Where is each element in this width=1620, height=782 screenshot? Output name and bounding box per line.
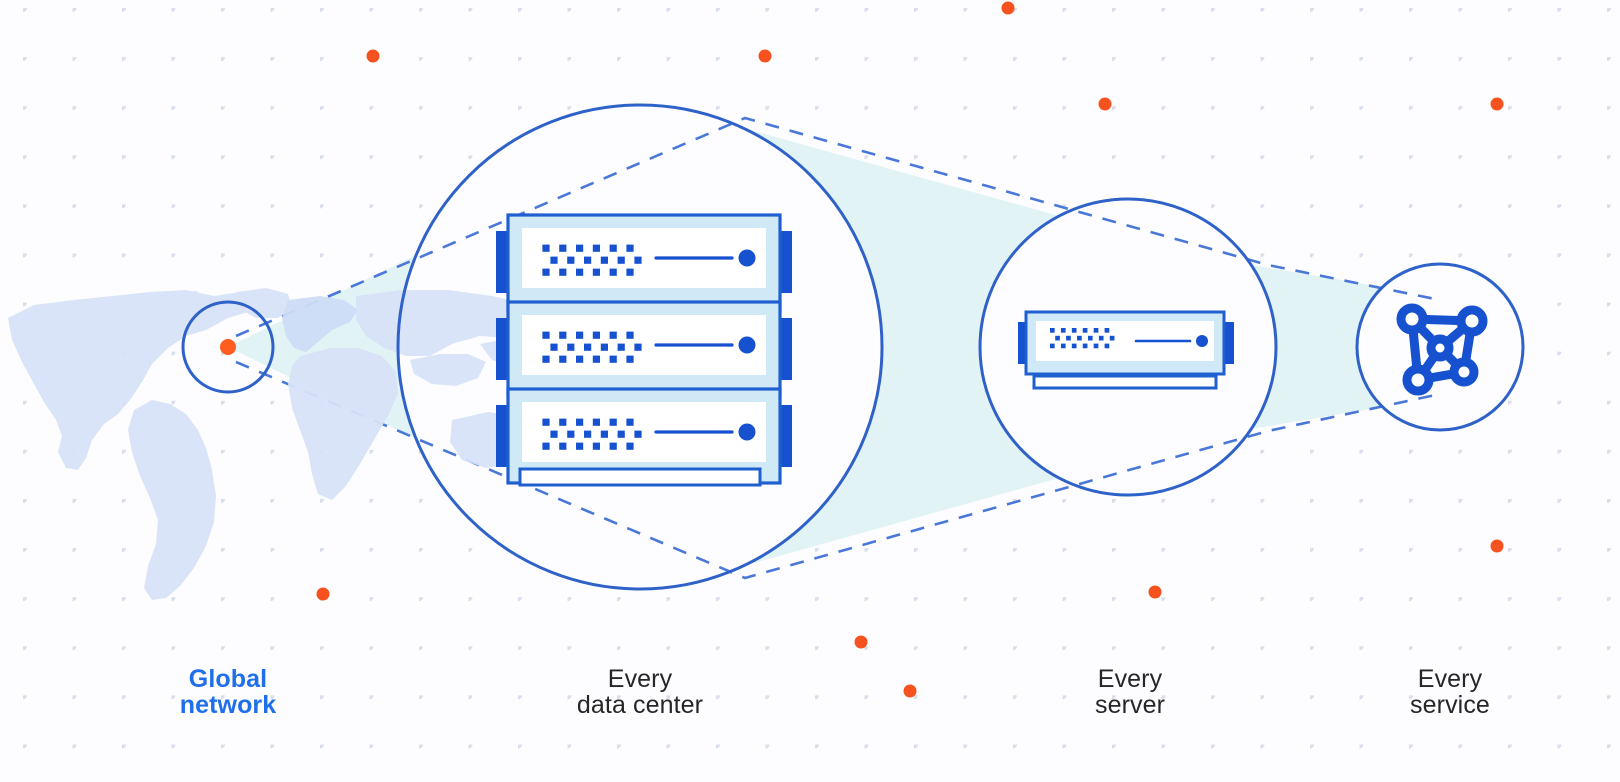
label-every-data-center-line1: Every (607, 665, 673, 693)
accent-dot (1001, 1, 1015, 15)
accent-dot (316, 587, 330, 601)
funnel-dash-bottom (235, 360, 1441, 580)
rack-unit (496, 302, 792, 396)
accent-dot (758, 49, 772, 63)
funnel-dashed-lines (235, 116, 1441, 580)
network-graph-icon (1396, 303, 1488, 396)
rack-unit (496, 215, 792, 309)
label-global-network-line2: network (179, 691, 277, 719)
server-circle (978, 197, 1278, 497)
network-node (1456, 305, 1488, 337)
funnel-dash-top (235, 116, 1441, 338)
service-circle (1355, 262, 1525, 432)
server-rack-icon (496, 215, 792, 487)
label-every-data-center-line2: data center (576, 691, 704, 719)
network-node (1402, 364, 1434, 396)
network-node (1426, 334, 1454, 362)
accent-dot (1098, 97, 1112, 111)
accent-dot (366, 49, 380, 63)
rack-base (518, 467, 762, 487)
accent-dot (1490, 539, 1504, 553)
accent-dot (854, 635, 868, 649)
global-location-marker (220, 339, 236, 355)
label-every-service-line2: service (1410, 691, 1490, 719)
network-node (1396, 303, 1428, 335)
data-center-circle (396, 103, 884, 591)
label-every-service-line1: Every (1417, 665, 1483, 693)
accent-dot (1148, 585, 1162, 599)
accent-dot (903, 684, 917, 698)
label-every-server-line2: server (1094, 691, 1166, 719)
accent-dots-group (316, 1, 1504, 698)
server-unit-base (1032, 374, 1218, 390)
label-global-network-line1: Global (188, 665, 268, 693)
network-node (1449, 357, 1479, 387)
server-unit-icon (1018, 310, 1234, 390)
label-every-server-line1: Every (1097, 665, 1163, 693)
accent-dot (1490, 97, 1504, 111)
global-spotlight-circle (181, 300, 275, 394)
